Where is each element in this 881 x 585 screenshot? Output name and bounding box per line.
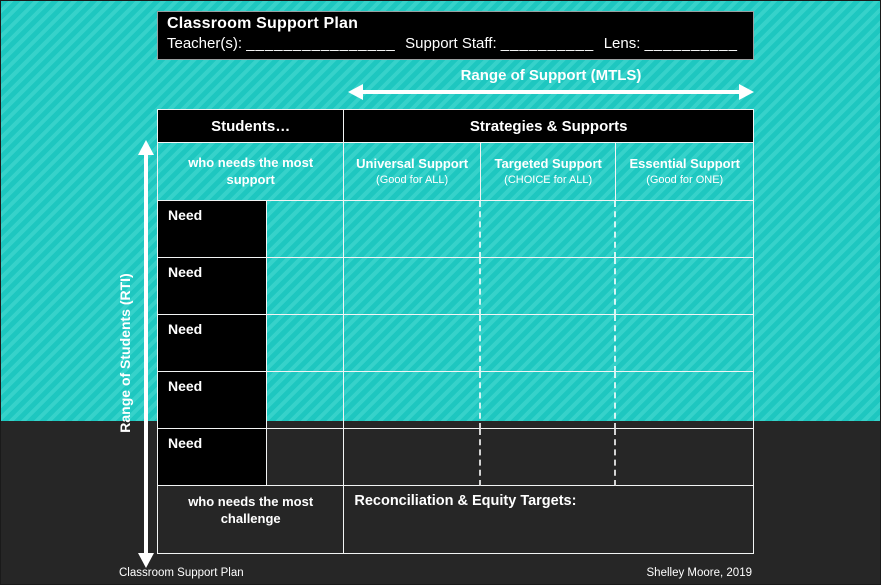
teacher-label: Teacher(s): — [167, 35, 243, 52]
need-label-cell[interactable]: Need — [158, 372, 267, 429]
targeted-entry-cell[interactable] — [480, 315, 617, 372]
targeted-support-subheader-cell: Targeted Support (CHOICE for ALL) — [480, 143, 617, 201]
vertical-double-arrow-icon — [138, 140, 154, 568]
student-blank-cell[interactable] — [266, 429, 345, 486]
most-challenge-cell: who needs the most challenge — [158, 486, 345, 553]
header-fields: Teacher(s): ________________ Support Sta… — [167, 35, 744, 52]
arrow-line — [361, 90, 741, 94]
support-staff-field: Support Staff: __________ — [405, 35, 594, 52]
reconciliation-equity-cell[interactable]: Reconciliation & Equity Targets: — [354, 493, 577, 509]
arrow-right-head-icon — [739, 84, 754, 100]
arrow-bottom-head-icon — [138, 553, 154, 568]
targeted-entry-cell[interactable] — [480, 372, 617, 429]
universal-entry-cell[interactable] — [344, 258, 481, 315]
targeted-support-subtitle: (CHOICE for ALL) — [504, 173, 593, 186]
students-header-cell: Students… — [158, 110, 345, 143]
footer-title: Classroom Support Plan — [119, 567, 244, 579]
support-staff-label: Support Staff: — [405, 35, 497, 52]
essential-support-title: Essential Support — [629, 156, 740, 172]
essential-entry-cell[interactable] — [616, 372, 753, 429]
need-label-cell[interactable]: Need — [158, 258, 267, 315]
range-of-students-label: Range of Students (RTI) — [117, 273, 133, 433]
student-blank-cell[interactable] — [266, 372, 345, 429]
most-support-subheader-cell: who needs the most support — [158, 143, 345, 201]
universal-support-subtitle: (Good for ALL) — [376, 173, 449, 186]
need-label-cell[interactable]: Need — [158, 429, 267, 486]
teacher-field: Teacher(s): ________________ — [167, 35, 396, 52]
classroom-support-plan-table: Students… Strategies & Supports who need… — [157, 109, 754, 554]
support-staff-blank[interactable]: __________ — [500, 35, 595, 52]
lens-label: Lens: — [603, 35, 641, 52]
essential-entry-cell[interactable] — [616, 258, 753, 315]
essential-entry-cell[interactable] — [616, 315, 753, 372]
footer-author: Shelley Moore, 2019 — [646, 567, 752, 579]
essential-support-subheader-cell: Essential Support (Good for ONE) — [616, 143, 753, 201]
universal-support-subheader-cell: Universal Support (Good for ALL) — [344, 143, 481, 201]
student-blank-cell[interactable] — [266, 258, 345, 315]
essential-entry-cell[interactable] — [616, 201, 753, 258]
need-label-cell[interactable]: Need — [158, 315, 267, 372]
header-box: Classroom Support Plan Teacher(s): _____… — [157, 11, 754, 60]
arrow-top-head-icon — [138, 140, 154, 155]
arrow-left-head-icon — [348, 84, 363, 100]
range-of-support-label: Range of Support (MTLS) — [460, 67, 642, 84]
student-blank-cell[interactable] — [266, 315, 345, 372]
essential-entry-cell[interactable] — [616, 429, 753, 486]
universal-entry-cell[interactable] — [344, 429, 481, 486]
universal-entry-cell[interactable] — [344, 315, 481, 372]
targeted-entry-cell[interactable] — [480, 258, 617, 315]
strategies-header-cell: Strategies & Supports — [344, 110, 753, 143]
horizontal-double-arrow-icon — [348, 84, 754, 100]
universal-entry-cell[interactable] — [344, 372, 481, 429]
targeted-entry-cell[interactable] — [480, 429, 617, 486]
lens-blank[interactable]: __________ — [644, 35, 738, 52]
arrow-line — [144, 153, 148, 555]
student-blank-cell[interactable] — [266, 201, 345, 258]
need-label-cell[interactable]: Need — [158, 201, 267, 258]
targeted-support-title: Targeted Support — [494, 156, 602, 172]
teacher-blank[interactable]: ________________ — [246, 35, 396, 52]
essential-support-subtitle: (Good for ONE) — [646, 173, 724, 186]
slide-title: Classroom Support Plan — [167, 15, 359, 32]
universal-support-title: Universal Support — [356, 156, 469, 172]
universal-entry-cell[interactable] — [344, 201, 481, 258]
targeted-entry-cell[interactable] — [480, 201, 617, 258]
lens-field: Lens: __________ — [604, 35, 738, 52]
